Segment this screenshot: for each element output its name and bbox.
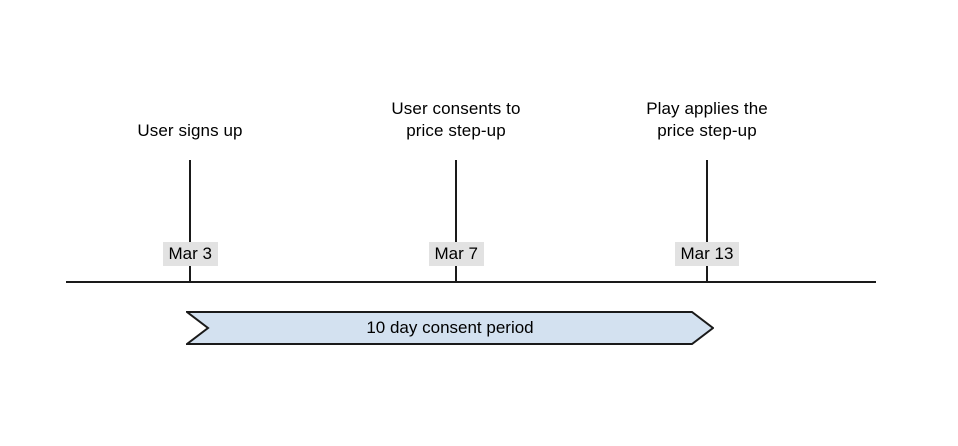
consent-period-banner: 10 day consent period (186, 311, 714, 345)
event-label-apply: Play applies the price step-up (646, 99, 768, 140)
arrow-banner-shape (186, 311, 714, 345)
event-tick-apply (706, 160, 708, 281)
event-date-apply: Mar 13 (674, 242, 740, 266)
event-date-consent: Mar 7 (428, 242, 484, 266)
timeline-axis (66, 281, 876, 283)
event-label-signup: User signs up (137, 121, 243, 140)
event-label-consent: User consents to price step-up (391, 99, 521, 140)
event-tick-consent (455, 160, 457, 281)
event-tick-signup (189, 160, 191, 281)
event-date-signup: Mar 3 (162, 242, 218, 266)
